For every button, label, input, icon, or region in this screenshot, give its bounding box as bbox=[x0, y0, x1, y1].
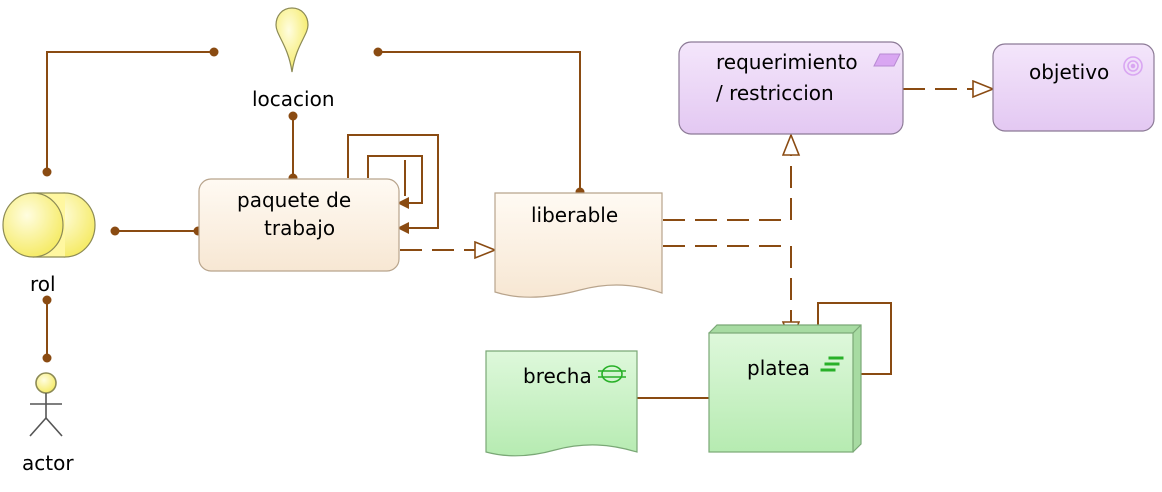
work-package-label-line2: trabajo bbox=[264, 216, 336, 240]
target-icon bbox=[1123, 56, 1143, 76]
deliverable-label: liberable bbox=[531, 203, 619, 227]
work-package-node[interactable] bbox=[198, 178, 400, 272]
plateau-label: platea bbox=[747, 356, 810, 380]
work-package-label-line1: paquete de bbox=[237, 188, 352, 212]
location-label: locacion bbox=[252, 87, 335, 111]
role-node[interactable] bbox=[2, 192, 96, 258]
requirement-node[interactable] bbox=[678, 41, 904, 135]
plateau-stairs-icon bbox=[820, 356, 844, 372]
location-node[interactable] bbox=[275, 7, 309, 73]
plateau-self-loop[interactable] bbox=[817, 302, 892, 380]
realization-deliverable-plateau[interactable] bbox=[663, 245, 791, 342]
gap-label: brecha bbox=[523, 364, 592, 388]
requirement-label-line1: requerimiento bbox=[716, 50, 858, 74]
gap-icon bbox=[598, 365, 626, 383]
deliverable-node[interactable] bbox=[494, 192, 663, 298]
location-pin-icon bbox=[275, 7, 309, 73]
actor-node[interactable] bbox=[29, 372, 63, 437]
role-cylinder-icon bbox=[2, 192, 96, 258]
workpackage-self-loop-outer[interactable] bbox=[347, 134, 439, 234]
goal-node[interactable] bbox=[992, 43, 1155, 132]
parallelogram-icon bbox=[873, 53, 901, 67]
assoc-role-location[interactable] bbox=[42, 47, 219, 177]
workpackage-self-loop-inner[interactable] bbox=[367, 155, 423, 209]
stick-figure-icon bbox=[29, 372, 63, 437]
plateau-node[interactable] bbox=[708, 324, 862, 453]
actor-label: actor bbox=[22, 451, 74, 475]
realization-deliverable-requirement[interactable] bbox=[663, 135, 791, 221]
goal-label: objetivo bbox=[1029, 60, 1110, 84]
role-label: rol bbox=[30, 272, 56, 296]
requirement-label-line2: / restriccion bbox=[716, 81, 834, 105]
assoc-location-deliverable[interactable] bbox=[373, 47, 585, 197]
